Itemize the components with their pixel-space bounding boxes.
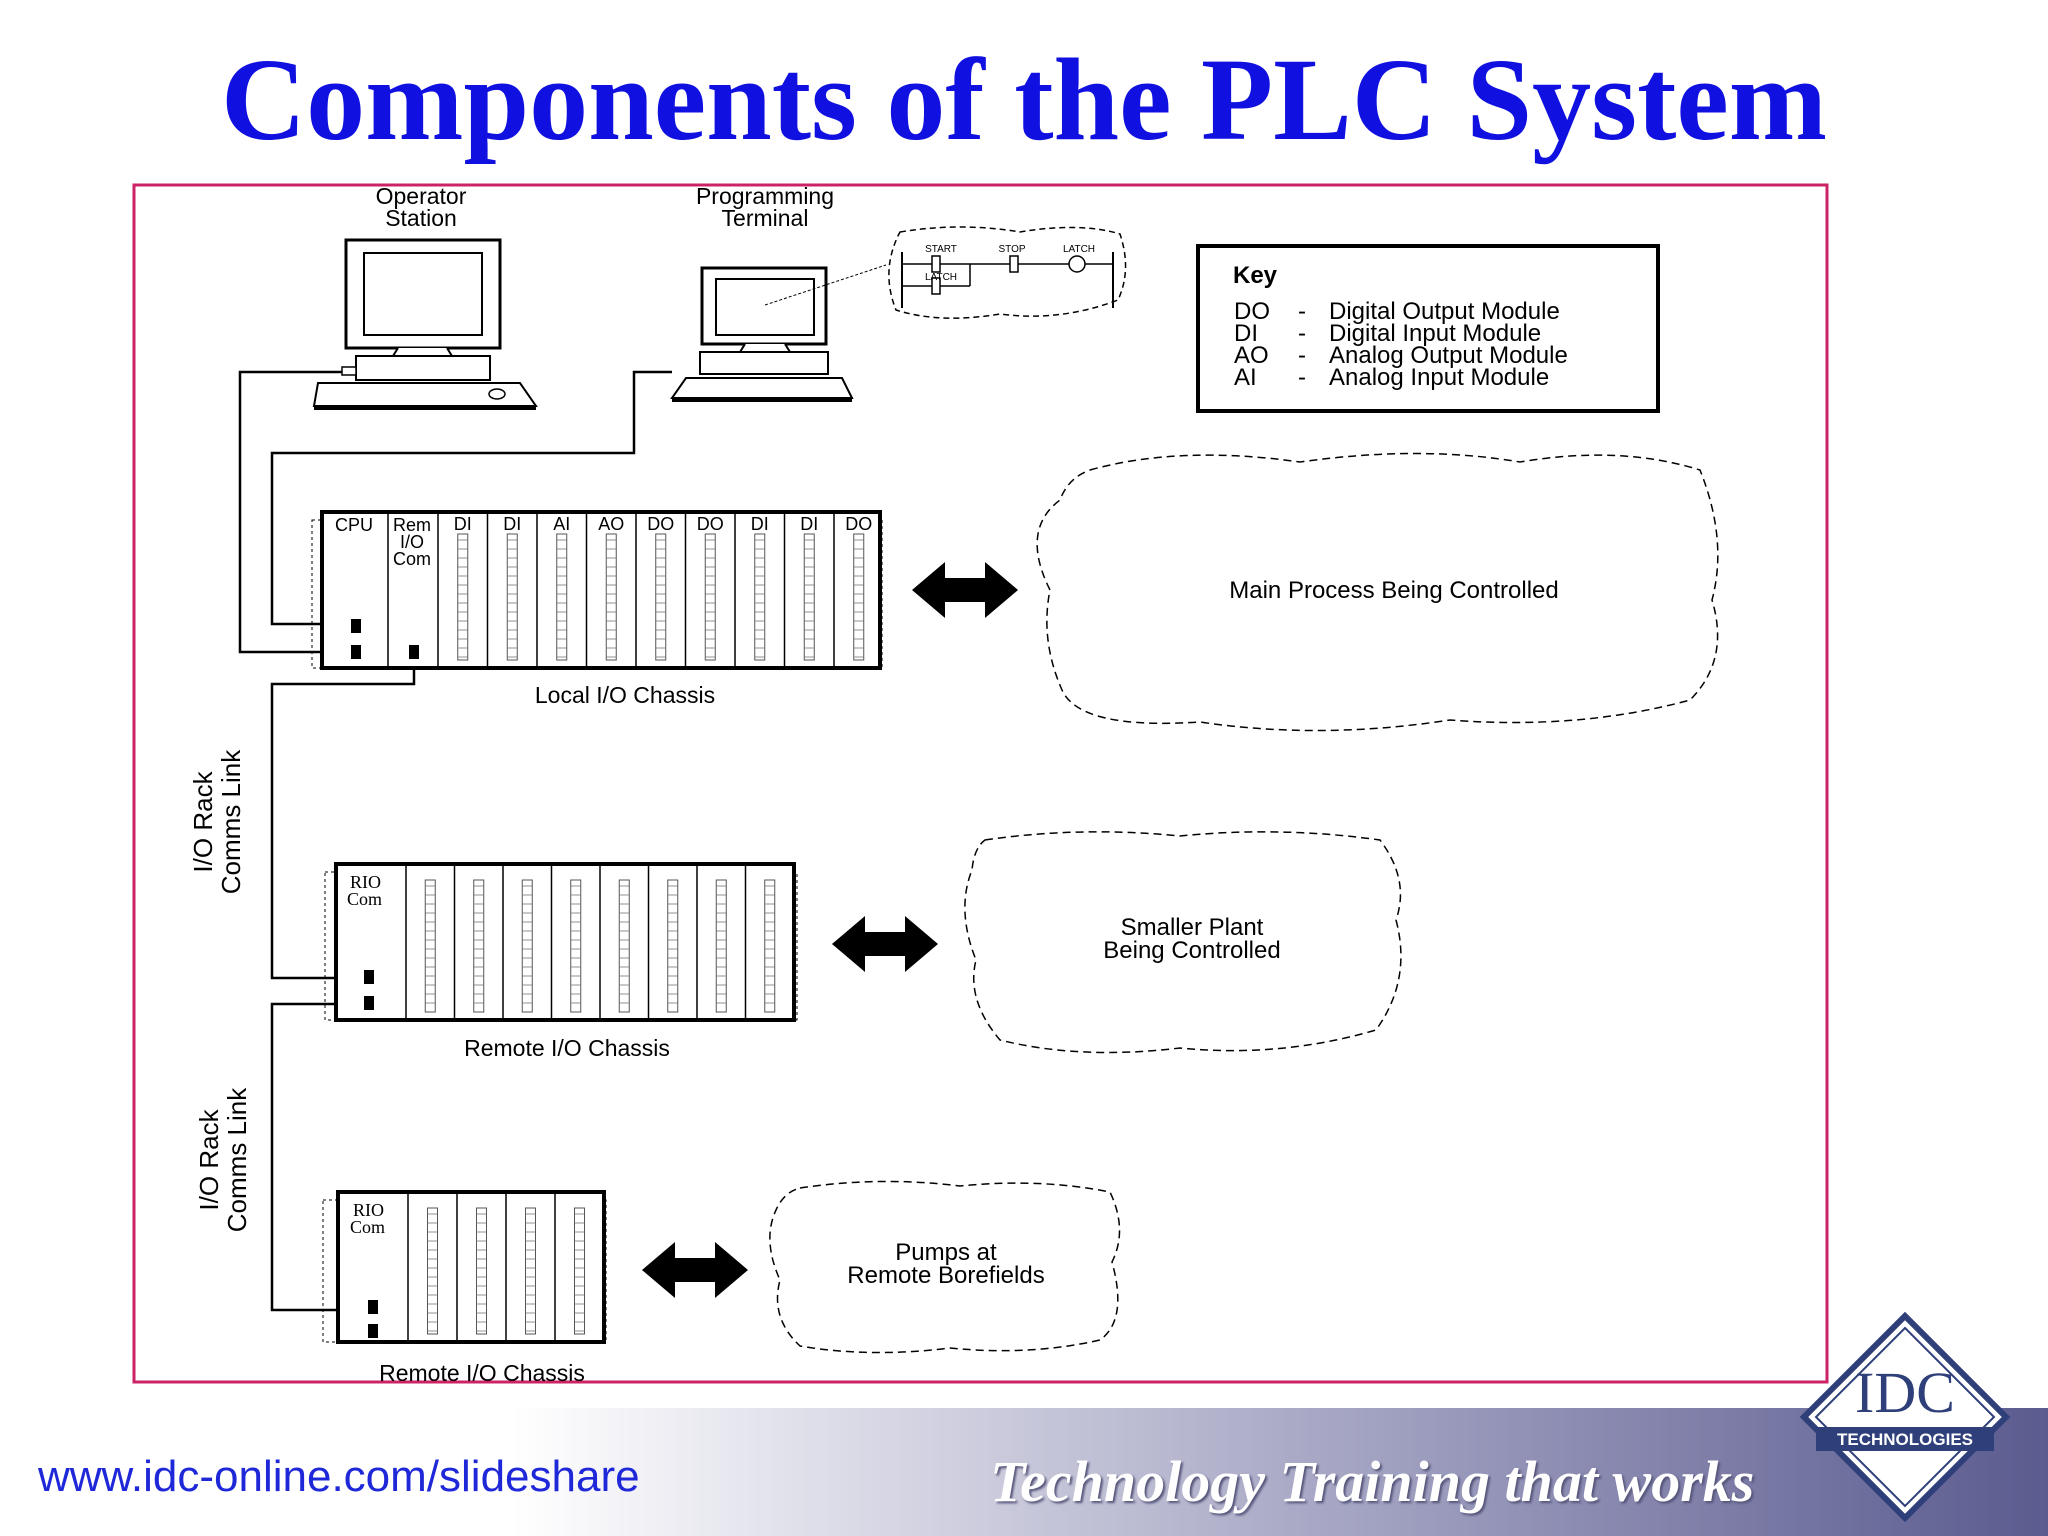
key-desc: Digital Output Module bbox=[1329, 298, 1560, 325]
io-module-slot: AO bbox=[585, 512, 624, 668]
comms-link-2-label: I/O Rack Comms Link bbox=[194, 1087, 252, 1232]
remote-chassis-1-label: Remote I/O Chassis bbox=[464, 1035, 670, 1061]
io-module-label: DI bbox=[800, 514, 818, 534]
local-io-chassis: CPU Rem I/O Com DI DI AI AO DO DO DI DI DO Local… bbox=[311, 510, 883, 708]
operator-station-label-1: Operator bbox=[376, 183, 467, 209]
programming-terminal-label-2: Terminal bbox=[722, 205, 809, 231]
cloud-small-text-1: Smaller Plant bbox=[1121, 914, 1264, 941]
key-desc: Analog Input Module bbox=[1329, 364, 1549, 391]
io-module-label: AI bbox=[553, 514, 570, 534]
io-module-label: DI bbox=[503, 514, 521, 534]
footer-tagline: Technology Training that works bbox=[990, 1449, 1755, 1514]
io-module-slot bbox=[696, 864, 727, 1020]
programming-terminal-label-1: Programming bbox=[696, 183, 834, 209]
ladder-start-label: START bbox=[925, 244, 957, 255]
io-module-slot: DO bbox=[684, 512, 724, 668]
diagram-frame bbox=[132, 183, 1829, 1384]
comms-link-2-line-1: I/O Rack bbox=[194, 1108, 224, 1210]
rem-io-label-3: Com bbox=[393, 549, 431, 569]
cloud-small-text-2: Being Controlled bbox=[1103, 937, 1280, 964]
double-arrow-icon bbox=[642, 1242, 748, 1298]
io-module-slot bbox=[505, 1192, 536, 1342]
rio-label-1: RIO bbox=[353, 1200, 384, 1220]
cloud-pumps-text-1: Pumps at bbox=[895, 1239, 997, 1266]
operator-station-label-2: Station bbox=[385, 205, 457, 231]
cpu-label: CPU bbox=[335, 515, 373, 535]
remote-chassis-2-label: Remote I/O Chassis bbox=[379, 1360, 585, 1386]
io-module-slot: DI bbox=[454, 514, 472, 661]
key-heading: Key bbox=[1233, 262, 1278, 289]
slide-title: Components of the PLC System bbox=[220, 34, 1828, 165]
key-code: DI bbox=[1234, 320, 1258, 347]
io-module-slot bbox=[554, 1192, 585, 1342]
io-module-slot bbox=[599, 864, 630, 1020]
io-module-label: DO bbox=[845, 514, 872, 534]
io-module-slot bbox=[424, 879, 436, 1013]
cloud-smaller-plant: Smaller Plant Being Controlled bbox=[964, 831, 1402, 1054]
key-legend: Key DO - Digital Output Module DI - Digi… bbox=[1196, 244, 1660, 413]
rio-label-1: RIO bbox=[350, 872, 381, 892]
rem-io-label-2: I/O bbox=[400, 532, 424, 552]
io-module-slot: AI bbox=[536, 512, 570, 668]
io-module-slot: DI bbox=[734, 512, 769, 668]
io-module-slot bbox=[550, 864, 582, 1020]
io-module-slot: DI bbox=[783, 512, 818, 668]
io-module-label: DI bbox=[751, 514, 769, 534]
io-module-slot bbox=[502, 864, 533, 1020]
key-dash: - bbox=[1298, 320, 1306, 347]
cloud-main-process: Main Process Being Controlled bbox=[1036, 452, 1719, 732]
double-arrow-icon bbox=[832, 916, 938, 972]
programming-terminal-icon: Programming Terminal bbox=[670, 183, 887, 402]
key-code: AI bbox=[1234, 364, 1257, 391]
key-desc: Digital Input Module bbox=[1329, 320, 1541, 347]
cloud-pumps: Pumps at Remote Borefields bbox=[769, 1180, 1121, 1354]
comms-link-1-line-1: I/O Rack bbox=[188, 770, 218, 872]
comms-link-1-label: I/O Rack Comms Link bbox=[188, 749, 246, 894]
ladder-latch-contact-label: LATCH bbox=[925, 272, 957, 283]
io-module-label: AO bbox=[598, 514, 624, 534]
io-module-slot: DI bbox=[486, 512, 521, 668]
ladder-stop-label: STOP bbox=[998, 244, 1025, 255]
operator-station-icon: Operator Station bbox=[312, 183, 538, 410]
ladder-logic-bubble: START STOP LATCH LATCH bbox=[888, 226, 1127, 319]
io-module-slot bbox=[427, 1207, 438, 1335]
logo-line-1: IDC bbox=[1855, 1360, 1955, 1425]
ladder-latch-coil-label: LATCH bbox=[1063, 244, 1095, 255]
remote-io-chassis-1: RIO Com Remote I/O Chassis bbox=[324, 862, 798, 1061]
io-module-slot bbox=[744, 864, 776, 1020]
rem-io-label-1: Rem bbox=[393, 515, 431, 535]
io-module-slot bbox=[453, 864, 485, 1020]
io-module-slot bbox=[647, 864, 679, 1020]
footer-band bbox=[0, 1408, 2048, 1536]
key-dash: - bbox=[1298, 298, 1306, 325]
io-module-label: DO bbox=[697, 514, 724, 534]
idc-logo: IDC TECHNOLOGIES bbox=[1800, 1312, 2010, 1522]
io-module-slot: DO bbox=[635, 512, 674, 668]
double-arrow-icon bbox=[912, 562, 1018, 618]
cloud-main-text: Main Process Being Controlled bbox=[1229, 577, 1559, 604]
cloud-pumps-text-2: Remote Borefields bbox=[847, 1262, 1044, 1289]
key-dash: - bbox=[1298, 342, 1306, 369]
rio-label-2: Com bbox=[347, 889, 382, 909]
comms-link-2-line-2: Comms Link bbox=[222, 1087, 252, 1232]
footer-url-link[interactable]: www.idc-online.com/slideshare bbox=[38, 1452, 640, 1501]
rio-label-2: Com bbox=[350, 1217, 385, 1237]
remote-io-chassis-2: RIO Com Remote I/O Chassis bbox=[322, 1190, 607, 1386]
key-code: AO bbox=[1234, 342, 1269, 369]
io-module-label: DO bbox=[647, 514, 674, 534]
key-desc: Analog Output Module bbox=[1329, 342, 1568, 369]
key-code: DO bbox=[1234, 298, 1270, 325]
io-module-slot: DO bbox=[833, 512, 872, 668]
io-module-slot bbox=[456, 1192, 487, 1342]
logo-line-2: TECHNOLOGIES bbox=[1837, 1430, 1973, 1449]
comms-link-1-line-2: Comms Link bbox=[216, 749, 246, 894]
local-chassis-label: Local I/O Chassis bbox=[535, 682, 715, 708]
key-dash: - bbox=[1298, 364, 1306, 391]
io-module-label: DI bbox=[454, 514, 472, 534]
